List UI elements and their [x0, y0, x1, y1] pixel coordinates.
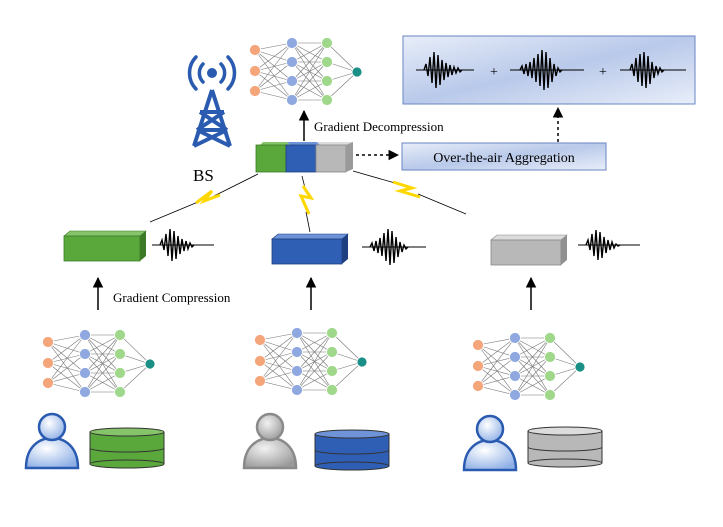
waveform-icon: [578, 229, 640, 261]
waveform-icon: [362, 228, 426, 266]
neural-network-icon: [254, 327, 368, 396]
ota-aggregation-box: [401, 142, 607, 171]
waveform-icon: [510, 49, 584, 91]
gradient-decompression-label: Gradient Decompression: [314, 119, 444, 134]
waveform-icon: [416, 51, 474, 89]
user-icon: [462, 414, 518, 472]
bs-label: BS: [193, 166, 214, 185]
dataset-icon: [314, 429, 390, 471]
user-icon: [242, 412, 298, 470]
plus-sign: +: [490, 65, 498, 80]
neural-network-icon: [249, 37, 363, 106]
plus-sign: +: [599, 65, 607, 80]
aggregated-gradient-block: [255, 142, 353, 173]
ota-aggregation-label: Over-the-air Aggregation: [433, 151, 575, 166]
waveform-icon: [152, 228, 214, 262]
local-gradient-green: [63, 230, 147, 262]
neural-network-icon: [472, 332, 586, 401]
neural-network-icon: [42, 329, 156, 398]
gradient-compression-label: Gradient Compression: [113, 290, 231, 305]
dataset-icon: [89, 427, 165, 469]
waveform-icon: [620, 51, 686, 89]
lightning-icon: [352, 170, 467, 215]
local-gradient-gray: [490, 234, 568, 266]
base-station-tower-icon: [187, 55, 237, 148]
lightning-icon: [298, 175, 315, 233]
dataset-icon: [527, 426, 603, 468]
local-gradient-blue: [271, 233, 349, 265]
user-icon: [24, 412, 80, 470]
lightning-icon: [149, 173, 259, 223]
